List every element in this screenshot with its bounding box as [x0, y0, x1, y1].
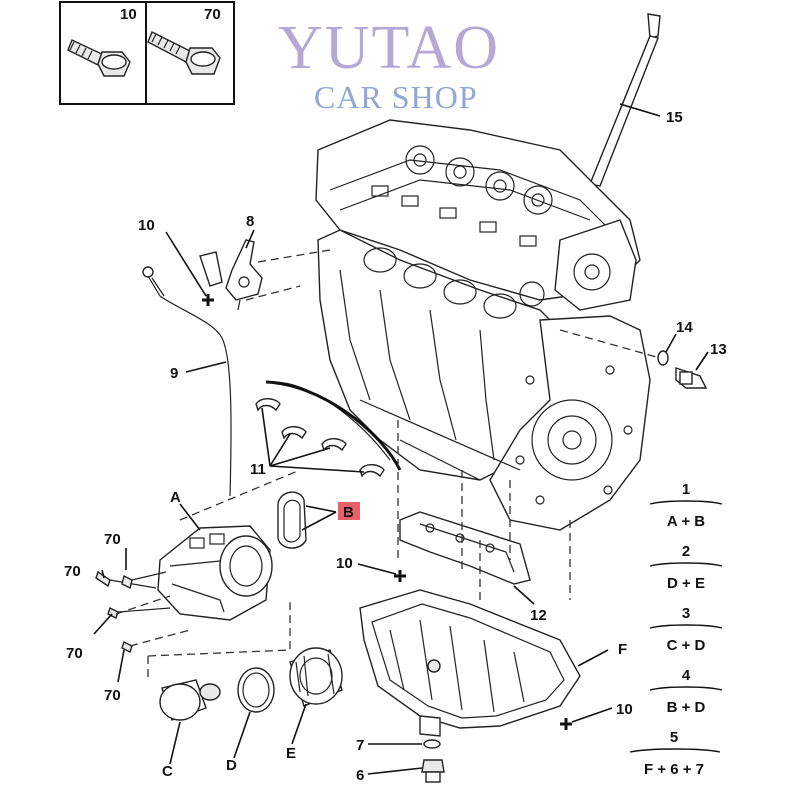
inset-boxes: 10 70: [59, 1, 235, 105]
watermark-title: YUTAO: [278, 14, 500, 82]
callout-70-b: 70: [64, 563, 81, 580]
callout-14: 14: [676, 319, 693, 336]
legend-item-2: 2 D + E: [649, 543, 723, 592]
legend-parts-3: C + D: [667, 637, 706, 654]
o-ring: [237, 667, 275, 713]
callout-8: 8: [246, 213, 254, 230]
legend-item-1: 1 A + B: [649, 481, 723, 530]
callout-7: 7: [356, 737, 364, 754]
fixing-markers: [202, 294, 572, 730]
legend-num-3: 3: [682, 605, 690, 622]
legend: 1 A + B 2 D + E 3 C + D 4 B + D 5 F + 6 …: [629, 481, 723, 778]
inset-label-70: 70: [204, 6, 221, 23]
callout-15: 15: [666, 109, 683, 126]
highlight-B: [338, 502, 360, 520]
callout-70-a: 70: [104, 531, 121, 548]
filter-gasket: [277, 491, 307, 549]
callout-F: F: [618, 641, 627, 658]
oil-dipstick: [142, 266, 232, 497]
callout-B: B: [343, 504, 354, 521]
callout-labels: 15 8 10 9 14 13 11 A B 70 70 70 70 10 12…: [64, 109, 727, 784]
filter-dashed-guide: [147, 600, 291, 678]
callout-11: 11: [250, 461, 266, 478]
callout-6: 6: [356, 767, 364, 784]
drain-plug: [421, 759, 445, 783]
legend-parts-4: B + D: [667, 699, 706, 716]
legend-num-1: 1: [682, 481, 690, 498]
engine-block: [315, 119, 651, 531]
callout-9: 9: [170, 365, 178, 382]
callout-10-top: 10: [138, 217, 155, 234]
watermark-subtitle: CAR SHOP: [314, 79, 478, 115]
bolt-10-icon: [67, 39, 131, 77]
filter-cap: [289, 647, 343, 707]
legend-item-4: 4 B + D: [649, 667, 723, 716]
oil-filter-element: [159, 679, 221, 721]
oil-pressure-sensor: [559, 329, 708, 389]
dipstick-tube: [589, 13, 661, 187]
oil-filter-housing: [157, 469, 301, 621]
callout-13: 13: [710, 341, 727, 358]
callout-A: A: [170, 489, 181, 506]
legend-item-5: 5 F + 6 + 7: [629, 729, 721, 778]
drain-seal: [423, 739, 441, 749]
oil-pan-gasket-frame: [399, 511, 531, 585]
callout-12: 12: [530, 607, 547, 624]
assembly-guides: [397, 420, 571, 600]
callout-E: E: [286, 745, 296, 762]
legend-num-5: 5: [670, 729, 678, 746]
inset-label-10: 10: [120, 6, 137, 23]
leader-lines: [93, 103, 709, 775]
bolt-70-icon: [147, 31, 221, 75]
legend-num-4: 4: [682, 667, 691, 684]
legend-parts-1: A + B: [667, 513, 705, 530]
housing-bolts: [95, 570, 191, 653]
legend-parts-5: F + 6 + 7: [644, 761, 704, 778]
callout-70-d: 70: [104, 687, 121, 704]
legend-num-2: 2: [682, 543, 690, 560]
dipstick-bracket: [199, 239, 331, 311]
callout-70-c: 70: [66, 645, 83, 662]
callout-10-bot: 10: [616, 701, 633, 718]
callout-C: C: [162, 763, 173, 780]
bearing-shells: [255, 380, 402, 478]
oil-pan: [359, 589, 581, 737]
legend-parts-2: D + E: [667, 575, 705, 592]
legend-item-3: 3 C + D: [649, 605, 723, 654]
callout-D: D: [226, 757, 237, 774]
callout-10-mid: 10: [336, 555, 353, 572]
